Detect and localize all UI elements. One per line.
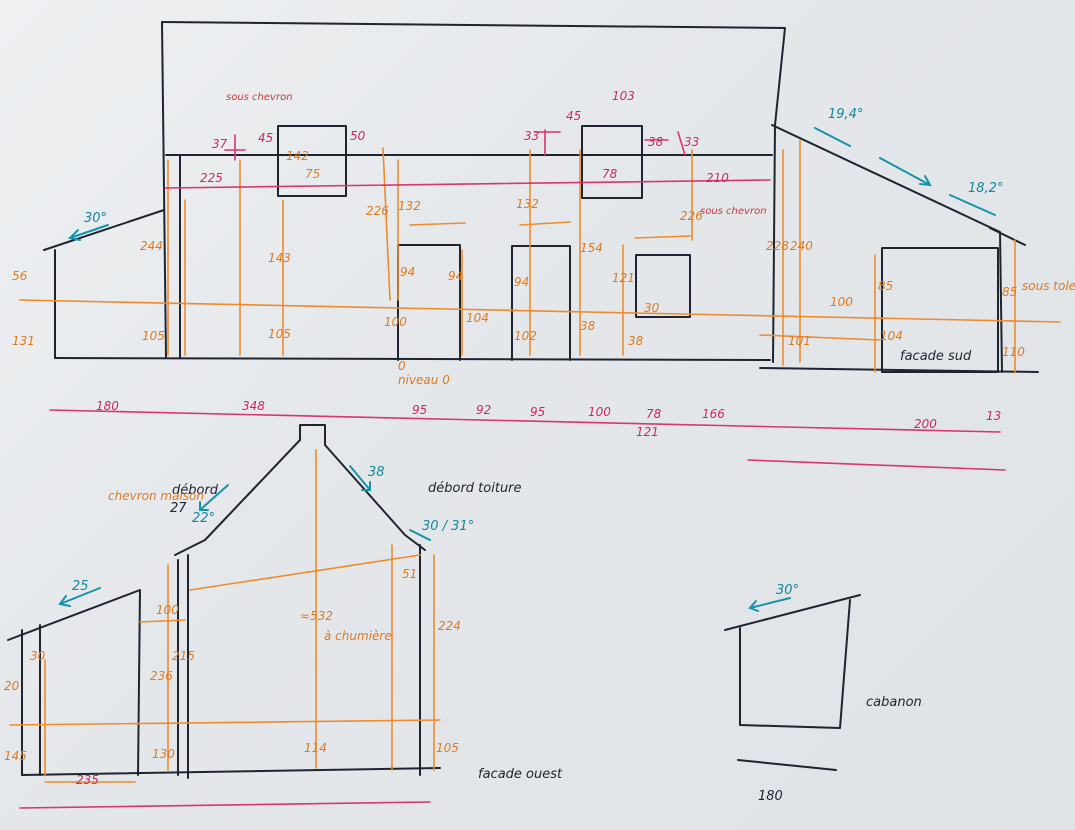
- west-facade-structure: [7, 424, 441, 779]
- dim-94c: 94: [514, 275, 529, 289]
- dim-w-130: 130: [152, 747, 175, 761]
- dim-240: 240: [790, 239, 813, 253]
- dim-h-200: 200: [914, 417, 937, 431]
- dim-h-13: 13: [986, 409, 1001, 423]
- dim-h-121: 121: [636, 425, 659, 439]
- dim-154: 154: [580, 241, 603, 255]
- angle-38: 38: [368, 465, 385, 480]
- dim-33b: 33: [684, 135, 699, 149]
- label-sous-tole: sous tole: [1022, 279, 1075, 293]
- dim-45a: 45: [258, 131, 273, 145]
- dim-210: 210: [706, 171, 729, 185]
- dim-h-100: 100: [588, 405, 611, 419]
- label-approx-532: ≈532: [300, 609, 333, 623]
- label-debord-toiture: débord toiture: [428, 481, 522, 496]
- angle-18-2: 18,2°: [968, 181, 1003, 196]
- dim-132b: 132: [516, 197, 539, 211]
- label-facade-sud: facade sud: [900, 349, 972, 364]
- label-facade-ouest: facade ouest: [478, 767, 563, 782]
- dim-30a: 30: [644, 301, 660, 315]
- south-facade-structure: [43, 21, 1039, 373]
- dim-85b: 85: [1002, 285, 1017, 299]
- label-debord: débord: [172, 483, 219, 498]
- dim-228: 228: [766, 239, 789, 253]
- dim-w-215: 215: [172, 649, 195, 663]
- dim-101: 101: [788, 334, 811, 348]
- angle-30-31: 30 / 31°: [422, 519, 474, 534]
- dim-h-92: 92: [476, 403, 491, 417]
- label-zero: 0: [398, 359, 406, 373]
- dim-w-105: 105: [436, 741, 459, 755]
- dim-94a: 94: [400, 265, 415, 279]
- dim-w-30: 30: [30, 649, 46, 663]
- angle-25: 25: [72, 579, 89, 594]
- dim-143: 143: [268, 251, 291, 265]
- dim-w-236: 236: [150, 669, 173, 683]
- dim-100a: 100: [384, 315, 407, 329]
- label-sous-chevron-2: sous chevron: [700, 206, 767, 217]
- dim-h-95b: 95: [530, 405, 545, 419]
- dim-w-51: 51: [402, 567, 417, 581]
- label-sous-chevron: sous chevron: [226, 92, 293, 103]
- cabanon-structure: [724, 594, 861, 771]
- dim-226b: 226: [680, 209, 703, 223]
- dim-h-166: 166: [702, 407, 725, 421]
- dim-142: 142: [286, 149, 309, 163]
- dim-38b: 38: [648, 135, 664, 149]
- south-pink-lines: [49, 129, 1006, 471]
- label-a-la-chumiere: à chumière: [324, 629, 392, 643]
- dim-w-224: 224: [438, 619, 461, 633]
- dim-c-180: 180: [758, 789, 783, 804]
- angle-30-cabanon: 30°: [776, 583, 799, 598]
- south-angle-arrows: [67, 127, 996, 241]
- dim-226a: 226: [366, 204, 389, 218]
- dim-h-348: 348: [242, 399, 265, 413]
- label-chevron-maison: chevron maison: [108, 489, 204, 503]
- label-niveau-0: niveau 0: [398, 373, 450, 387]
- dim-103: 103: [612, 89, 635, 103]
- dim-105a: 105: [142, 329, 165, 343]
- angle-19-4: 19,4°: [828, 107, 863, 122]
- dim-w-114: 114: [304, 741, 327, 755]
- south-dimension-lines: [19, 139, 1061, 373]
- dim-121: 121: [612, 271, 635, 285]
- dim-33a: 33: [524, 129, 539, 143]
- dim-56: 56: [12, 269, 28, 283]
- dim-w-145: 145: [4, 749, 27, 763]
- angle-30-left: 30°: [84, 211, 107, 226]
- dim-w-100: 100: [156, 603, 179, 617]
- dim-w-27: 27: [170, 501, 187, 516]
- dim-h-78: 78: [646, 407, 662, 421]
- west-dimension-lines: [9, 449, 441, 809]
- dim-102: 102: [514, 329, 537, 343]
- dim-37: 37: [212, 137, 228, 151]
- dim-45b: 45: [566, 109, 581, 123]
- west-angle-arrows: [58, 465, 431, 607]
- dim-w-20: 20: [4, 679, 20, 693]
- dim-105b: 105: [268, 327, 291, 341]
- dim-75: 75: [305, 167, 320, 181]
- dim-225: 225: [200, 171, 223, 185]
- dim-38a: 38: [580, 319, 596, 333]
- label-cabanon: cabanon: [866, 695, 922, 710]
- dim-132a: 132: [398, 199, 421, 213]
- dim-85a: 85: [878, 279, 893, 293]
- dim-104b: 104: [880, 329, 903, 343]
- dim-78a: 78: [602, 167, 618, 181]
- dim-131: 131: [12, 334, 35, 348]
- dim-50: 50: [350, 129, 366, 143]
- angle-22: 22°: [192, 511, 215, 526]
- dim-100b: 100: [830, 295, 853, 309]
- dim-94b: 94: [448, 269, 463, 283]
- dim-h-180: 180: [96, 399, 119, 413]
- dim-244: 244: [140, 239, 163, 253]
- dim-110: 110: [1002, 345, 1025, 359]
- dim-38c: 38: [628, 334, 644, 348]
- sketch-text: 30° 19,4° 18,2° 22° 38 30 / 31° 25 30° f…: [4, 89, 1075, 804]
- dim-h-95a: 95: [412, 403, 427, 417]
- dim-w-235: 235: [76, 773, 99, 787]
- dim-104: 104: [466, 311, 489, 325]
